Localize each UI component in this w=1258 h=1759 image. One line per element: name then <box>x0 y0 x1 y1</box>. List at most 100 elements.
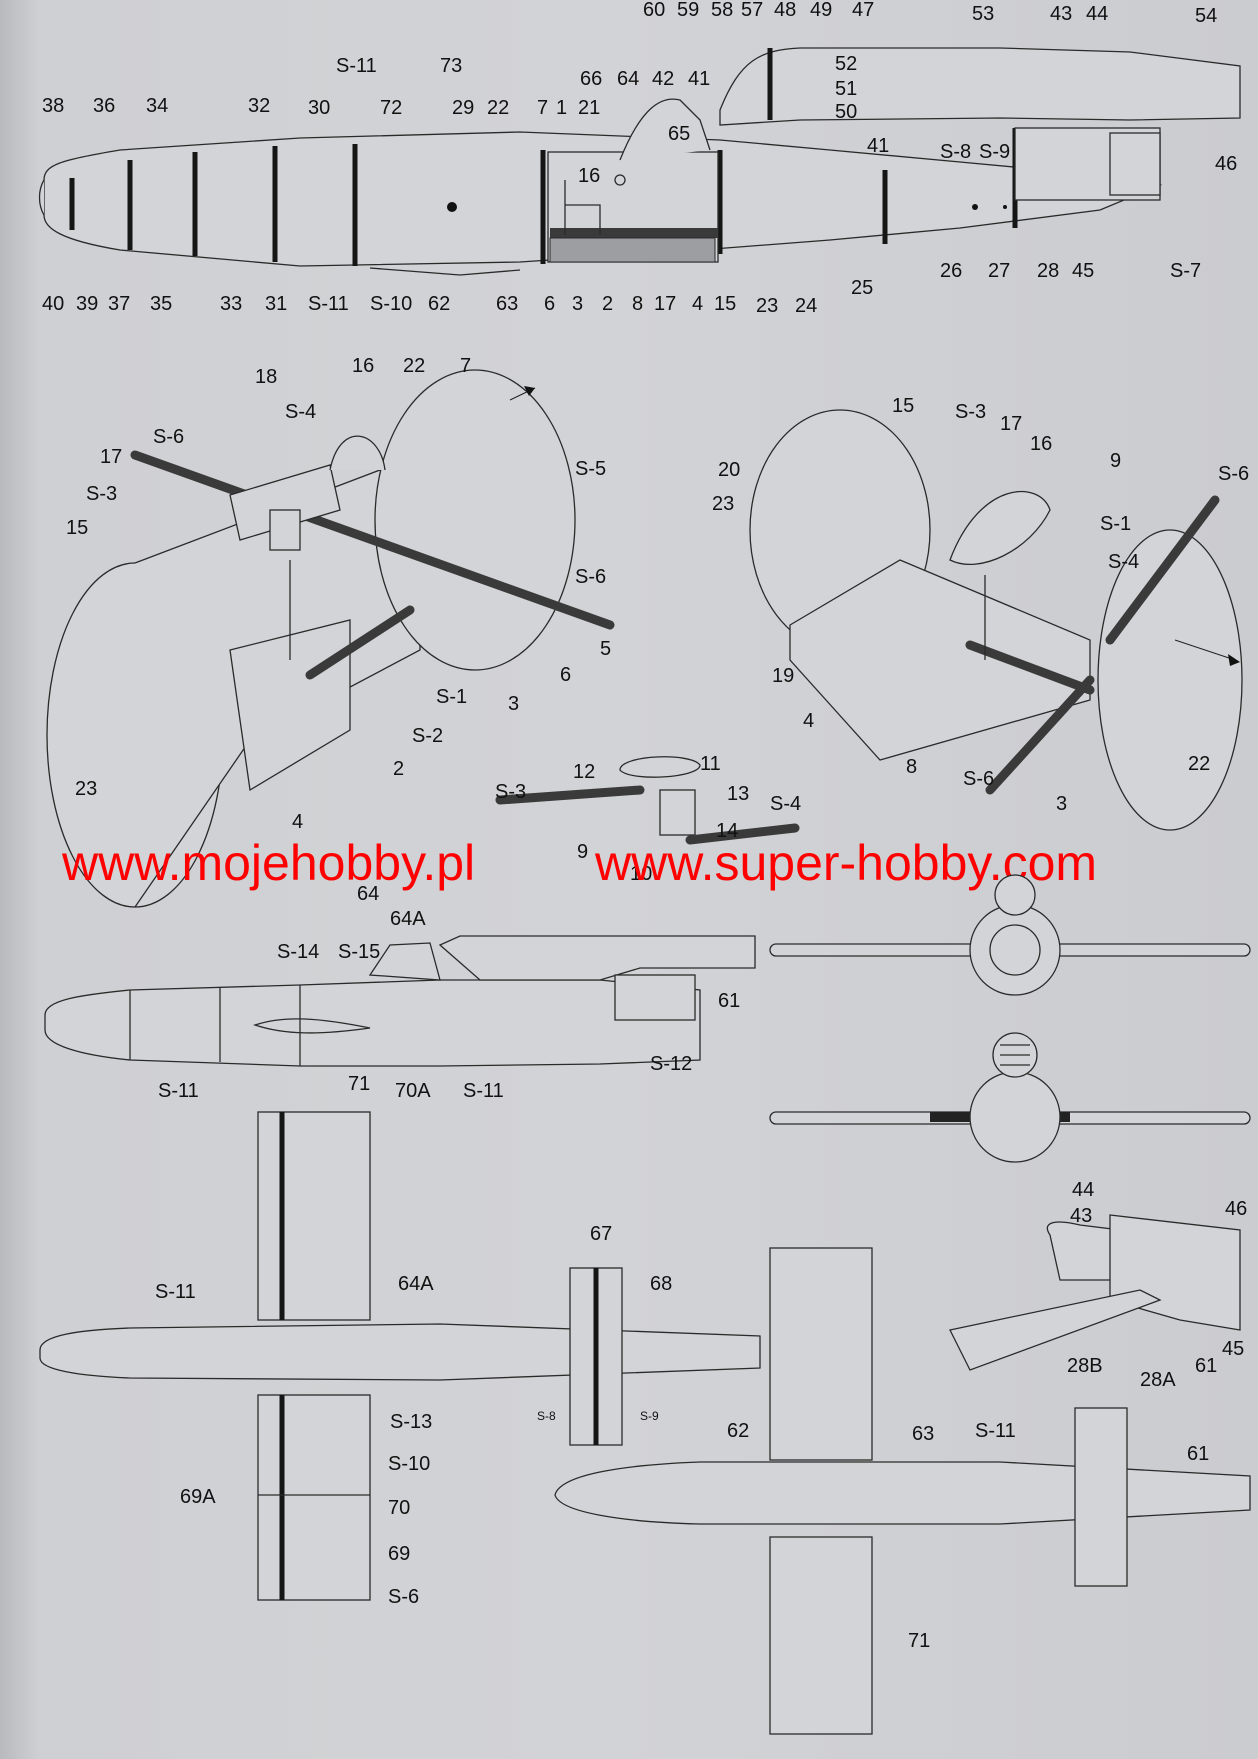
side-view-middle <box>44 874 1251 1163</box>
label-S4r: S-4 <box>1108 551 1139 573</box>
label-4: 4 <box>292 811 303 833</box>
label-S10p: S-10 <box>388 1453 430 1475</box>
cockpit-assembly-right <box>749 409 1243 831</box>
label-22: 22 <box>487 97 509 119</box>
tail-labels: 67 68 S-8 S-9 <box>537 1223 672 1423</box>
label-S9t: S-9 <box>640 1409 659 1423</box>
label-43n: 43 <box>1070 1205 1092 1227</box>
label-S6r2: S-6 <box>963 768 994 790</box>
label-9s: 9 <box>577 841 588 863</box>
watermark-mojehobby: www.mojehobby.pl <box>61 835 475 891</box>
label-40: 40 <box>42 293 64 315</box>
label-47: 47 <box>852 0 874 21</box>
label-S13: S-13 <box>390 1411 432 1433</box>
label-6: 6 <box>560 664 571 686</box>
label-6: 6 <box>544 293 555 315</box>
label-72: 72 <box>380 97 402 119</box>
cockpit-right-labels: 15 S-3 17 16 9 S-6 20 23 S-1 S-4 19 4 8 … <box>712 395 1249 815</box>
label-S15: S-15 <box>338 941 380 963</box>
label-62: 62 <box>428 293 450 315</box>
bottom-view-labels: 62 63 S-11 61 71 <box>727 1420 1209 1652</box>
label-3r: 3 <box>1056 793 1067 815</box>
label-21: 21 <box>578 97 600 119</box>
bottom-view <box>554 1247 1251 1735</box>
label-23r: 23 <box>712 493 734 515</box>
label-S6r: S-6 <box>1218 463 1249 485</box>
seat-detail <box>495 756 800 845</box>
label-64As: 64A <box>390 908 426 930</box>
label-7: 7 <box>537 97 548 119</box>
label-70A: 70A <box>395 1080 431 1102</box>
label-41: 41 <box>688 68 710 90</box>
label-22r: 22 <box>1188 753 1210 775</box>
label-S11p: S-11 <box>155 1281 196 1303</box>
label-62b: 62 <box>727 1420 749 1442</box>
label-28B: 28B <box>1067 1355 1103 1377</box>
label-5: 5 <box>600 638 611 660</box>
label-30: 30 <box>308 97 330 119</box>
label-S5: S-5 <box>575 458 606 480</box>
label-S6: S-6 <box>153 426 184 448</box>
label-S14: S-14 <box>277 941 319 963</box>
seat-labels: 12 11 S-3 13 S-4 9 14 10 <box>495 753 801 885</box>
cockpit-assembly-left <box>46 369 615 908</box>
label-15: 15 <box>714 293 736 315</box>
label-49: 49 <box>810 0 832 21</box>
label-14: 14 <box>716 820 738 842</box>
label-2: 2 <box>602 293 613 315</box>
label-16: 16 <box>352 355 374 377</box>
label-65: 65 <box>668 123 690 145</box>
label-19r: 19 <box>772 665 794 687</box>
label-S6p: S-6 <box>388 1586 419 1608</box>
label-71s: 71 <box>348 1073 370 1095</box>
label-63b: 63 <box>912 1423 934 1445</box>
label-4r: 4 <box>803 710 814 732</box>
label-7: 7 <box>460 355 471 377</box>
label-16: 16 <box>578 165 600 187</box>
label-17: 17 <box>100 446 122 468</box>
label-S12: S-12 <box>650 1053 692 1075</box>
label-13: 13 <box>727 783 749 805</box>
label-61n: 61 <box>1195 1355 1217 1377</box>
label-38: 38 <box>42 95 64 117</box>
label-52: 52 <box>835 53 857 75</box>
label-46: 46 <box>1215 153 1237 175</box>
label-10: 10 <box>630 863 652 885</box>
label-50: 50 <box>835 101 857 123</box>
label-2: 2 <box>393 758 404 780</box>
label-34: 34 <box>146 95 168 117</box>
label-9r: 9 <box>1110 450 1121 472</box>
label-S4: S-4 <box>285 401 316 423</box>
label-15r: 15 <box>892 395 914 417</box>
label-48: 48 <box>774 0 796 21</box>
label-S7: S-7 <box>1170 260 1201 282</box>
label-11: 11 <box>700 753 721 775</box>
label-32: 32 <box>248 95 270 117</box>
label-70p: 70 <box>388 1497 410 1519</box>
label-16r: 16 <box>1030 433 1052 455</box>
label-66: 66 <box>580 68 602 90</box>
plan-view-labels: S-11 64A S-13 S-10 69A 70 69 S-6 <box>155 1273 434 1608</box>
label-S11s2: S-11 <box>463 1080 504 1102</box>
label-S6b: S-6 <box>575 566 606 588</box>
label-67: 67 <box>590 1223 612 1245</box>
label-63: 63 <box>496 293 518 315</box>
label-S8t: S-8 <box>537 1409 556 1423</box>
label-37: 37 <box>108 293 130 315</box>
label-S8: S-8 <box>940 141 971 163</box>
fuselage-side-view <box>38 47 1241 276</box>
label-26: 26 <box>940 260 962 282</box>
label-S11b: S-11 <box>308 293 349 315</box>
label-51: 51 <box>835 78 857 100</box>
label-46n: 46 <box>1225 1198 1247 1220</box>
label-35: 35 <box>150 293 172 315</box>
label-64s: 64 <box>357 883 379 905</box>
label-S9: S-9 <box>979 141 1010 163</box>
label-3: 3 <box>508 693 519 715</box>
label-17r: 17 <box>1000 413 1022 435</box>
label-22: 22 <box>403 355 425 377</box>
label-28A: 28A <box>1140 1369 1176 1391</box>
label-8: 8 <box>632 293 643 315</box>
